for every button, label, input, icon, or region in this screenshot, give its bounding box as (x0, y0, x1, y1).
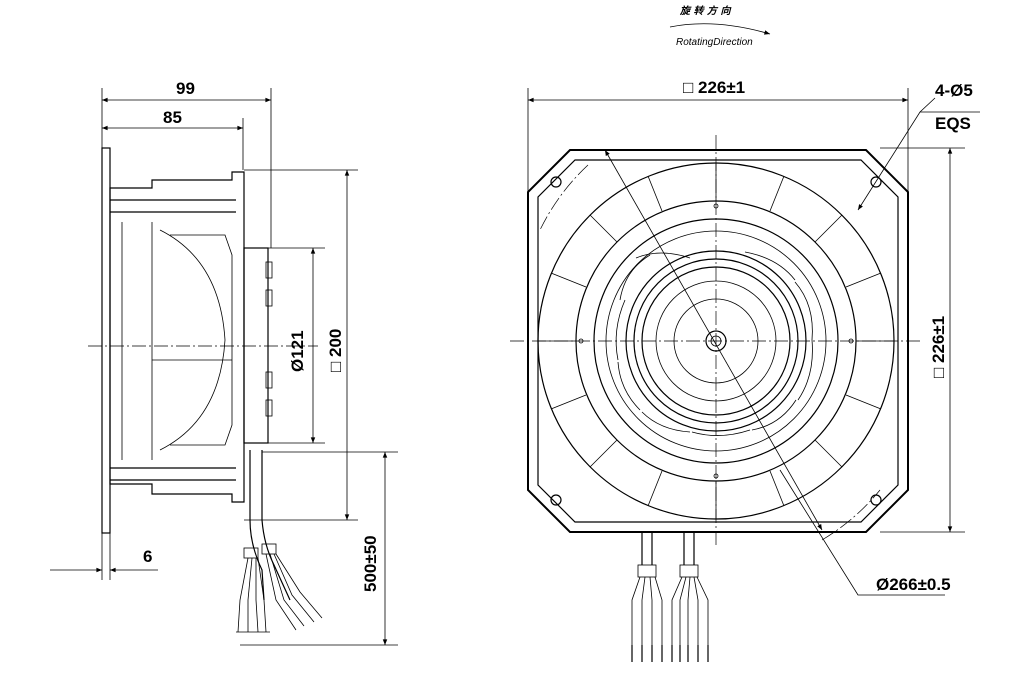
dim-lead-length: 500±50 (361, 535, 380, 592)
dim-impeller-diameter: Ø266±0.5 (876, 575, 951, 594)
dim-overall-depth: 99 (176, 79, 195, 98)
dim-holes-note: EQS (935, 114, 971, 133)
dim-height: □ 226±1 (929, 316, 948, 378)
rotation-label-english: RotatingDirection (676, 37, 753, 48)
front-view: □ 226±1 □ 226±1 (510, 78, 980, 662)
side-view: 99 85 Ø121 □ 200 (50, 79, 398, 646)
front-lead-wires (631, 532, 709, 662)
dim-holes: 4-Ø5 (935, 81, 973, 100)
rotation-direction-label: 旋 转 方 向 RotatingDirection (669, 5, 771, 48)
rotation-arrow (669, 23, 771, 35)
dim-hub-diameter: Ø121 (288, 330, 307, 372)
dim-width: □ 226±1 (683, 78, 745, 97)
rotation-label-chinese: 旋 转 方 向 (679, 5, 731, 17)
dim-outlet-square: □ 200 (326, 329, 345, 372)
dim-flange: 6 (143, 547, 152, 566)
dim-body-depth: 85 (163, 108, 182, 127)
